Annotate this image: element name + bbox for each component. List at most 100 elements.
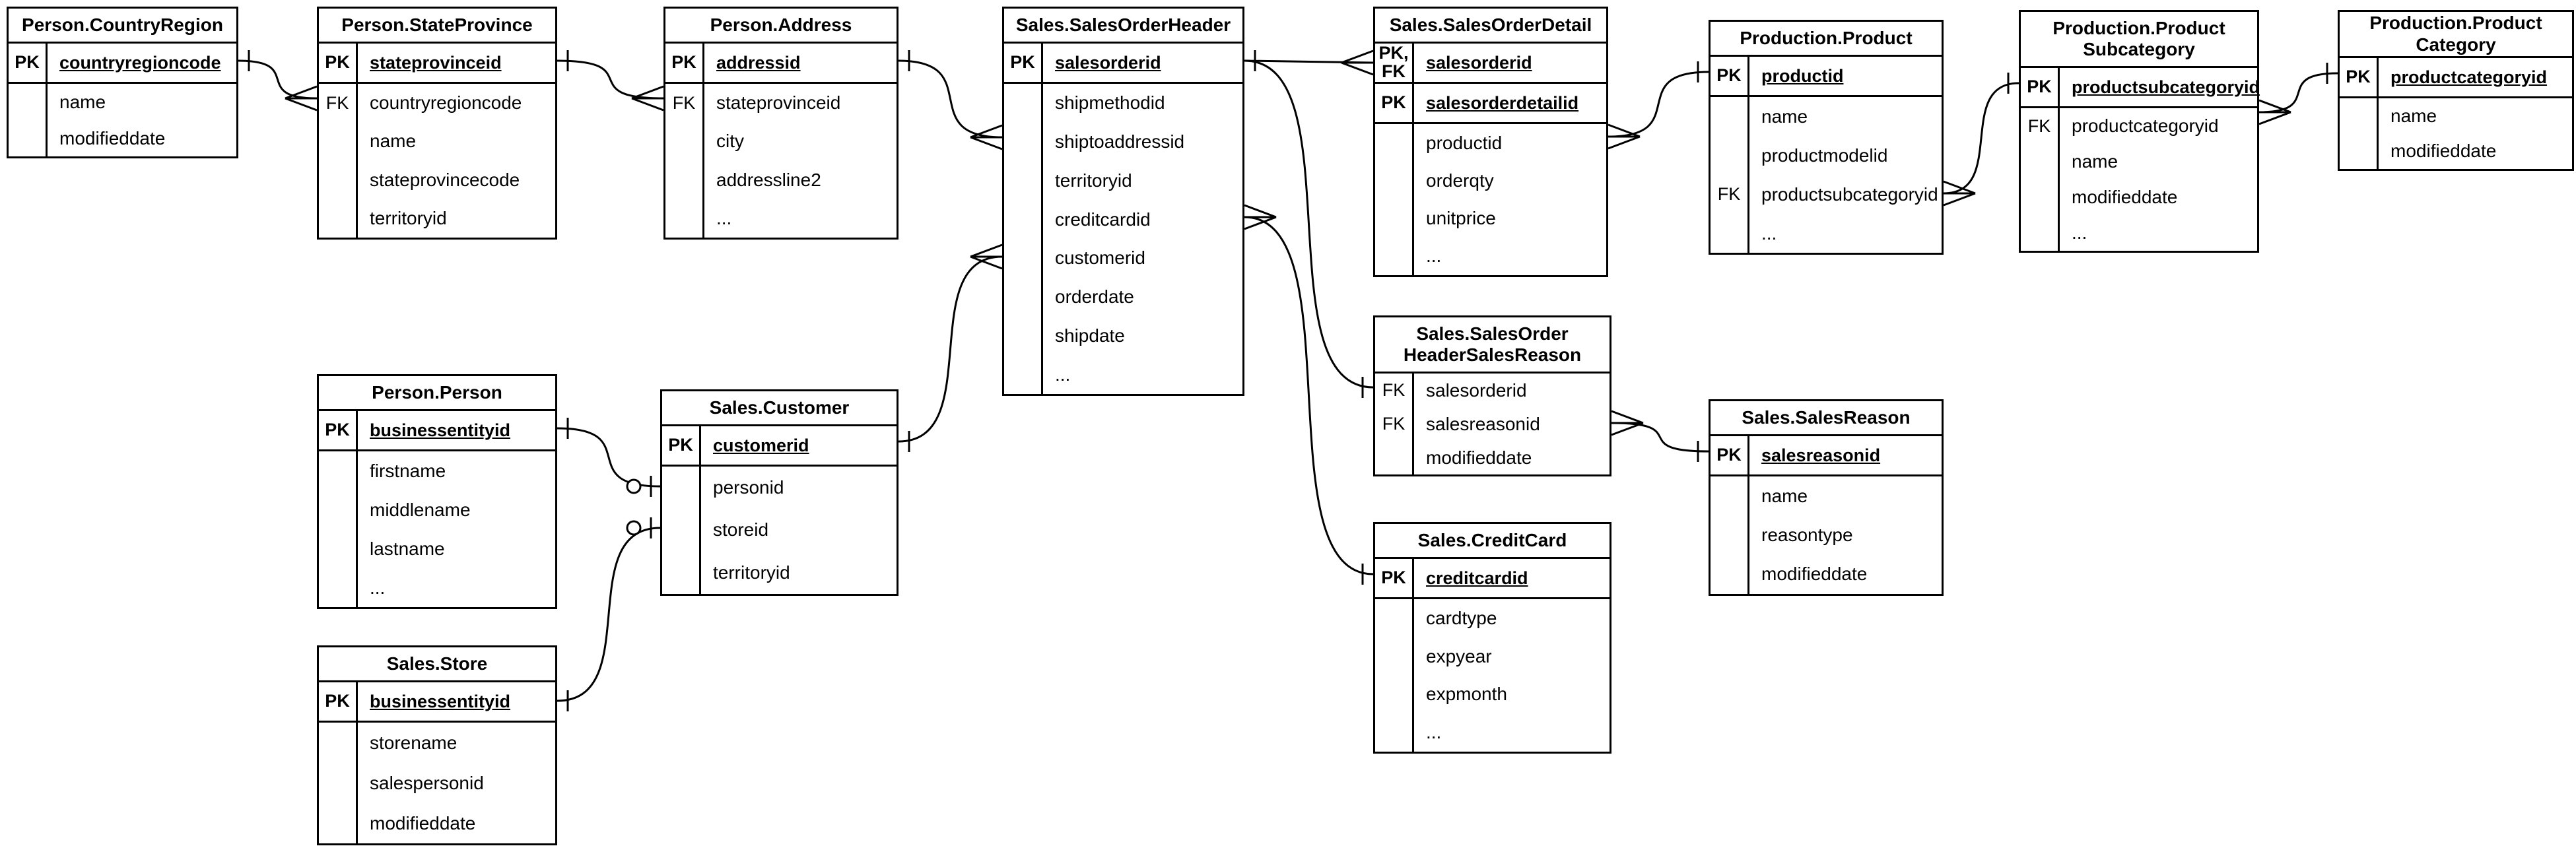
entity-title: Person.Address xyxy=(665,9,897,44)
key-attribute-name: countryregioncode xyxy=(59,52,221,73)
key-attribute-name: addressid xyxy=(716,52,801,73)
attribute-name: reasontype xyxy=(1761,524,1853,545)
relationship-store-customer xyxy=(557,527,661,702)
attribute-row: unitprice xyxy=(1375,199,1606,238)
key-label-line: PK xyxy=(1716,65,1742,86)
foreign-key-label: FK xyxy=(319,84,358,123)
attribute-row: shipdate xyxy=(1004,316,1242,356)
attribute-row: modifieddate xyxy=(2340,133,2572,169)
attribute-name: ... xyxy=(1761,222,1777,244)
cardinality-many-crowfoot-countryregion-stateprovince xyxy=(285,97,318,112)
foreign-key-label: FK xyxy=(1711,175,1749,214)
entity-title-line: Production.Product xyxy=(2369,13,2542,34)
attribute-name: modifieddate xyxy=(370,812,476,833)
foreign-key-label xyxy=(319,490,358,529)
cardinality-many-crowfoot-headersalesreason-salesreason xyxy=(1611,410,1644,424)
attribute-row: creditcardid xyxy=(1004,200,1242,239)
key-label: PK xyxy=(1711,436,1749,474)
key-label-line: PK xyxy=(325,52,350,73)
attribute-row: storeid xyxy=(662,509,897,552)
relationship-headersalesreason-salesreason xyxy=(1611,422,1709,453)
attribute-row: firstname xyxy=(319,451,555,490)
key-label-line: PK xyxy=(671,52,696,73)
attribute-row: orderdate xyxy=(1004,277,1242,317)
attribute-row: cardtype xyxy=(1375,599,1610,637)
foreign-key-label xyxy=(1711,476,1749,516)
attribute-name: name xyxy=(370,131,417,152)
attribute-row: ... xyxy=(1004,355,1242,394)
relationship-productsubcategory-productcategory xyxy=(2258,72,2338,114)
attribute-name: unitprice xyxy=(1426,208,1496,229)
entity-title-line: Sales.CreditCard xyxy=(1417,529,1567,550)
foreign-key-label xyxy=(1711,515,1749,555)
foreign-key-label xyxy=(1711,554,1749,594)
attribute-name: modifieddate xyxy=(59,127,166,148)
attribute-row: stateprovincecode xyxy=(319,160,555,199)
key-label-line: PK xyxy=(325,420,350,440)
foreign-key-label xyxy=(1004,122,1043,162)
key-label: PK xyxy=(9,44,48,82)
relationship-person-customer xyxy=(557,427,661,488)
key-label-line: PK xyxy=(1716,445,1742,465)
entity-title-line: HeaderSalesReason xyxy=(1403,344,1582,365)
foreign-key-label xyxy=(665,160,704,199)
attribute-name: storeid xyxy=(713,519,769,540)
key-attribute-name: productsubcategoryid xyxy=(2072,77,2260,97)
key-label-line: PK, xyxy=(1378,43,1409,63)
attribute-row: ... xyxy=(1375,237,1606,275)
foreign-key-label xyxy=(1375,199,1414,238)
attribute-name: cardtype xyxy=(1426,607,1497,628)
foreign-key-label xyxy=(1375,599,1414,637)
attribute-name: shipdate xyxy=(1055,325,1125,346)
foreign-key-label xyxy=(319,199,358,238)
foreign-key-label xyxy=(1004,84,1043,123)
key-attribute-row: PK addressid xyxy=(665,44,897,84)
attribute-name: productcategoryid xyxy=(2072,115,2219,136)
key-label: PK xyxy=(662,426,701,465)
attribute-row: middlename xyxy=(319,490,555,529)
attribute-row: expmonth xyxy=(1375,675,1610,714)
cardinality-many-crowfoot-productsubcategory-productcategory xyxy=(2258,99,2291,114)
attribute-row: lastname xyxy=(319,529,555,568)
foreign-key-label: FK xyxy=(1375,407,1414,441)
key-attribute-name: businessentityid xyxy=(370,691,511,711)
attribute-name: ... xyxy=(1055,364,1071,385)
foreign-key-label: FK xyxy=(1375,374,1414,407)
relationship-salesorderheader-creditcard xyxy=(1244,216,1374,575)
foreign-key-label xyxy=(1711,97,1749,136)
entity-title-line: Person.CountryRegion xyxy=(22,14,223,35)
cardinality-many-crowfoot-customer-salesorderheader xyxy=(970,255,1003,270)
